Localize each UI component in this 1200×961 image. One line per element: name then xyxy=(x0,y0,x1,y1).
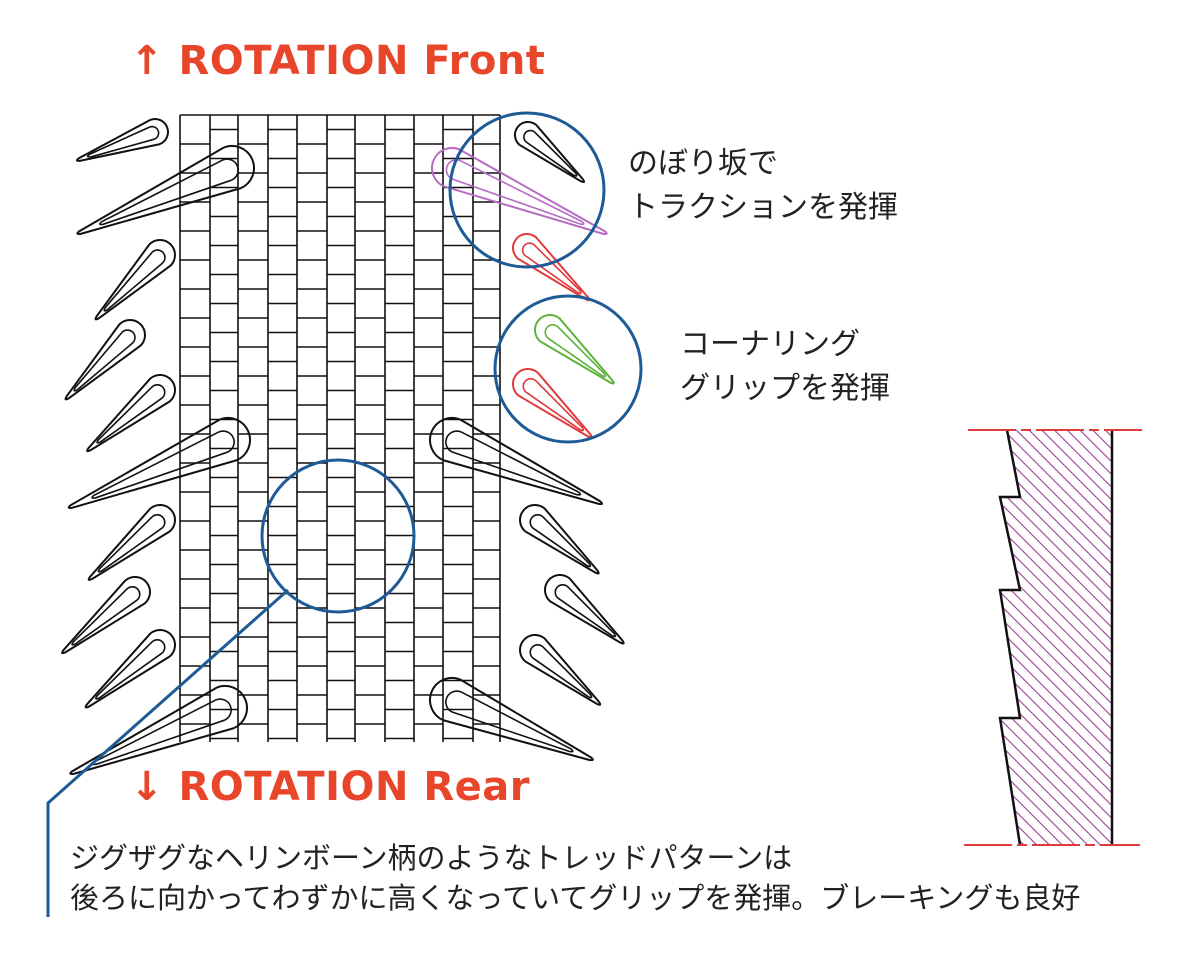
right-main-lug xyxy=(429,417,604,506)
cornering-brake-lug xyxy=(512,368,593,439)
left-lug xyxy=(94,239,176,321)
left-lug xyxy=(87,504,176,581)
uphill-traction-lug xyxy=(431,147,608,236)
tread-description-caption: ジグザグなヘリンボーン柄のようなトレッドパターンは 後ろに向かってわずかに高くな… xyxy=(70,838,1080,918)
cornering-callout-circle xyxy=(493,294,643,444)
traction-callout-label: のぼり坂で トラクションを発揮 xyxy=(628,142,898,230)
left-main-lug xyxy=(67,417,251,509)
left-lug xyxy=(76,118,169,162)
profile-sawtooth-edge xyxy=(998,429,1022,846)
caption-line-1: ジグザグなヘリンボーン柄のようなトレッドパターンは xyxy=(70,841,793,875)
right-lug xyxy=(519,634,602,706)
tread-height-profile xyxy=(964,429,1142,846)
right-lug xyxy=(519,504,600,575)
traction-callout-line-2: トラクションを発揮 xyxy=(628,190,898,225)
left-main-lug xyxy=(76,145,255,236)
center-pattern-callout-circle xyxy=(260,458,416,614)
center-pattern-leader-line xyxy=(46,588,289,917)
left-lug xyxy=(84,629,176,709)
left-shoulder-lugs xyxy=(61,118,255,776)
left-lug xyxy=(64,319,146,401)
cornering-lug xyxy=(534,314,615,385)
right-shoulder-lugs xyxy=(429,121,625,762)
rotation-rear-heading: ↓ ROTATION Rear xyxy=(130,764,530,810)
traction-callout-circle xyxy=(448,111,606,269)
cornering-callout-line-2: グリップを発揮 xyxy=(680,371,890,406)
cornering-callout-label: コーナリング グリップを発揮 xyxy=(680,323,890,411)
highlighted-lugs xyxy=(431,147,615,439)
traction-callout-line-1: のぼり坂で xyxy=(628,146,778,181)
caption-line-2: 後ろに向かってわずかに高くなっていてグリップを発揮。ブレーキングも良好 xyxy=(70,881,1081,915)
right-main-lug xyxy=(429,677,594,762)
profile-hatched-section xyxy=(1000,430,1112,845)
left-lug xyxy=(86,374,176,453)
rotation-front-heading: ↑ ROTATION Front xyxy=(130,38,546,84)
right-lug xyxy=(544,574,625,645)
right-lug xyxy=(514,121,585,184)
left-lug xyxy=(61,576,151,655)
cornering-callout-line-1: コーナリング xyxy=(680,327,860,362)
